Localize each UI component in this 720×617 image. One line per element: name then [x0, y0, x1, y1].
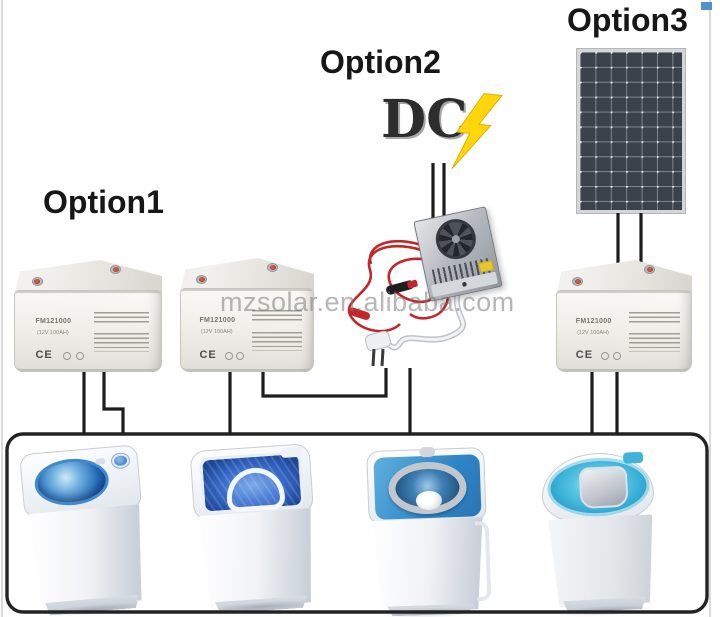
battery-terminal-icon — [267, 263, 279, 273]
right-edge-line — [709, 0, 711, 617]
dryer-silver-lid — [578, 465, 629, 510]
dc-label: DC — [381, 89, 468, 150]
battery-fineprint — [629, 311, 681, 326]
washer-body — [24, 504, 152, 610]
ce-mark: CE — [199, 349, 217, 362]
battery-option1: FM121000 (12V 100AH) CE — [14, 260, 162, 372]
battery-fineprint — [252, 310, 303, 325]
solar-panel — [577, 49, 685, 213]
battery-fineprint — [629, 332, 681, 352]
battery-option3: FM121000 (12V 100AH) CE — [556, 260, 692, 372]
corner-blue-chip — [701, 2, 712, 10]
cert-icon — [601, 351, 610, 360]
battery-label: FM121000 (12V 100AH) CE — [14, 290, 162, 372]
battery-terminal-icon — [572, 276, 584, 286]
washer-button — [95, 458, 106, 465]
battery-fineprint — [252, 331, 303, 351]
washer-body — [193, 508, 323, 610]
option3-label: Option3 — [567, 2, 688, 38]
battery-spec-text: (12V 100AH) — [200, 329, 233, 336]
battery-label: FM121000 (12V 100AH) CE — [180, 288, 314, 372]
option2-label: Option2 — [320, 44, 441, 80]
washer-top-deck — [366, 446, 487, 526]
battery-terminal-icon — [196, 274, 208, 284]
washer-body — [542, 514, 662, 608]
spin-dryer-silver-ring — [364, 445, 492, 617]
dryer-ring-opening — [387, 460, 468, 516]
battery-terminal-icon — [644, 265, 656, 275]
battery-spec-text: (12V 100AH) — [577, 330, 609, 337]
ce-mark: CE — [575, 349, 594, 362]
battery-terminal-icon — [31, 276, 43, 286]
cert-icon — [613, 351, 622, 360]
cert-icon — [63, 351, 72, 360]
battery-option2: FM121000 (12V 100AH) CE — [180, 258, 314, 372]
battery-fineprint — [93, 332, 150, 352]
washer-top-deck — [539, 450, 656, 526]
watermark-text: mzsolar.en.alibaba.com — [220, 287, 515, 317]
left-edge-line — [1, 0, 3, 617]
lightning-bolt-icon — [451, 93, 503, 170]
laundry-ball — [415, 490, 443, 511]
battery-fineprint — [93, 311, 150, 326]
washer-knob — [111, 453, 130, 469]
spin-dryer-cyan-deck — [538, 450, 664, 617]
battery-model-text: FM121000 — [199, 316, 236, 324]
battery-model-text: FM121000 — [35, 318, 72, 326]
washing-machine-blue-lid — [188, 443, 325, 616]
option1-label: Option1 — [43, 184, 164, 220]
washer-hinge — [419, 446, 436, 458]
battery-label: FM121000 (12V 100AH) CE — [556, 290, 692, 372]
washer-hinge — [280, 446, 304, 459]
fan-icon — [432, 215, 480, 263]
cert-icon — [76, 351, 85, 360]
washer-lid-window — [224, 465, 286, 513]
power-plug-icon — [364, 330, 392, 367]
ce-mark: CE — [35, 349, 53, 362]
washer-cyan-surface — [546, 455, 652, 519]
cert-icon — [224, 351, 233, 360]
battery-model-text: FM121000 — [575, 318, 612, 326]
washer-hinge — [622, 451, 644, 464]
washing-machine-open-tub — [17, 444, 155, 617]
cert-icon — [236, 351, 245, 360]
battery-terminal-icon — [110, 265, 122, 275]
drain-hose — [474, 520, 492, 602]
washer-blue-surface — [373, 454, 482, 520]
battery-spec-text: (12V 100AH) — [36, 330, 69, 337]
washer-body — [367, 517, 492, 613]
washer-blue-lid — [198, 450, 305, 515]
